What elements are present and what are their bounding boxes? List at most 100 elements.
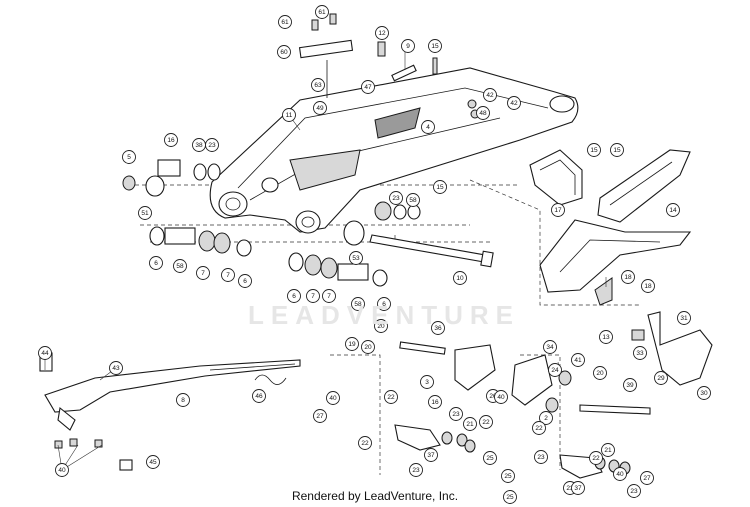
callout-circle: [633, 346, 647, 360]
callout-number: 27: [643, 475, 651, 482]
callout-circle: [375, 26, 389, 40]
callout-20: 20: [593, 366, 607, 380]
callout-61: 61: [278, 15, 292, 29]
callout-circle: [311, 78, 325, 92]
callout-27: 27: [313, 409, 327, 423]
kickstand: [39, 352, 301, 471]
callout-circle: [666, 203, 680, 217]
callout-33: 33: [633, 346, 647, 360]
callout-25: 25: [503, 490, 517, 504]
callout-number: 29: [657, 375, 665, 382]
callout-circle: [146, 455, 160, 469]
callout-number: 26: [489, 393, 497, 400]
callout-circle: [627, 484, 641, 498]
callout-40: 40: [494, 390, 508, 404]
callout-number: 23: [537, 454, 545, 461]
callout-42: 42: [507, 96, 521, 110]
callout-40: 40: [55, 463, 69, 477]
callout-circle: [238, 274, 252, 288]
callout-15: 15: [610, 143, 624, 157]
callout-53: 53: [349, 251, 363, 265]
callout-number: 15: [590, 147, 598, 154]
callout-40: 40: [326, 391, 340, 405]
callout-circle: [374, 319, 388, 333]
callout-40: 40: [613, 467, 627, 481]
callout-23: 23: [534, 450, 548, 464]
callout-15: 15: [433, 180, 447, 194]
middle-pivot-parts: [288, 201, 494, 287]
callout-5: 5: [122, 150, 136, 164]
callout-circle: [548, 363, 562, 377]
callout-number: 40: [58, 467, 66, 474]
callout-number: 42: [486, 92, 494, 99]
callout-20: 20: [361, 340, 375, 354]
callout-number: 30: [700, 390, 708, 397]
callout-number: 24: [551, 367, 559, 374]
callout-number: 16: [431, 399, 439, 406]
callout-12: 12: [375, 26, 389, 40]
callout-number: 42: [510, 100, 518, 107]
callout-circle: [543, 340, 557, 354]
callout-number: 17: [554, 207, 562, 214]
callout-number: 11: [286, 112, 293, 119]
callout-9: 9: [401, 39, 415, 53]
callout-circle: [532, 421, 546, 435]
callout-circle: [313, 101, 327, 115]
callout-circle: [196, 266, 210, 280]
callout-41: 41: [571, 353, 585, 367]
callout-number: 9: [406, 43, 410, 50]
callout-circle: [587, 143, 601, 157]
credit-text: Rendered by LeadVenture, Inc.: [291, 489, 459, 503]
callout-6: 6: [238, 274, 252, 288]
callout-number: 22: [592, 455, 600, 462]
callout-number: 22: [535, 425, 543, 432]
callout-circle: [589, 451, 603, 465]
callout-63: 63: [311, 78, 325, 92]
chain-guide: [529, 149, 713, 386]
callout-number: 48: [479, 110, 487, 117]
callout-circle: [322, 289, 336, 303]
callout-number: 7: [327, 293, 331, 300]
callout-number: 3: [425, 379, 429, 386]
callout-number: 19: [348, 341, 356, 348]
callout-16: 16: [164, 133, 178, 147]
callout-number: 49: [316, 105, 324, 112]
callout-circle: [534, 450, 548, 464]
callout-25: 25: [483, 451, 497, 465]
callout-number: 21: [466, 421, 474, 428]
callout-number: 37: [574, 485, 582, 492]
callout-45: 45: [146, 455, 160, 469]
callout-23: 23: [449, 407, 463, 421]
callout-number: 20: [364, 344, 372, 351]
callout-number: 23: [392, 195, 400, 202]
callout-7: 7: [196, 266, 210, 280]
callout-circle: [424, 448, 438, 462]
callout-number: 27: [316, 413, 324, 420]
callout-number: 58: [409, 197, 417, 204]
callout-number: 63: [314, 82, 322, 89]
callout-circle: [571, 353, 585, 367]
watermark-text: LEADVENTURE: [248, 300, 521, 330]
callout-circle: [479, 415, 493, 429]
callout-number: 22: [482, 419, 490, 426]
callout-circle: [282, 108, 296, 122]
callout-circle: [476, 106, 490, 120]
callout-circle: [306, 289, 320, 303]
callout-circle: [501, 469, 515, 483]
callout-46: 46: [252, 389, 266, 403]
callout-circle: [176, 393, 190, 407]
callout-58: 58: [173, 259, 187, 273]
callout-circle: [551, 203, 565, 217]
callout-circle: [287, 289, 301, 303]
callout-number: 58: [176, 263, 184, 270]
callout-number: 6: [382, 301, 386, 308]
callout-number: 25: [504, 473, 512, 480]
callout-10: 10: [453, 271, 467, 285]
callout-6: 6: [149, 256, 163, 270]
callout-number: 60: [280, 49, 288, 56]
callout-number: 18: [624, 274, 632, 281]
callout-6: 6: [287, 289, 301, 303]
callout-number: 39: [626, 382, 634, 389]
